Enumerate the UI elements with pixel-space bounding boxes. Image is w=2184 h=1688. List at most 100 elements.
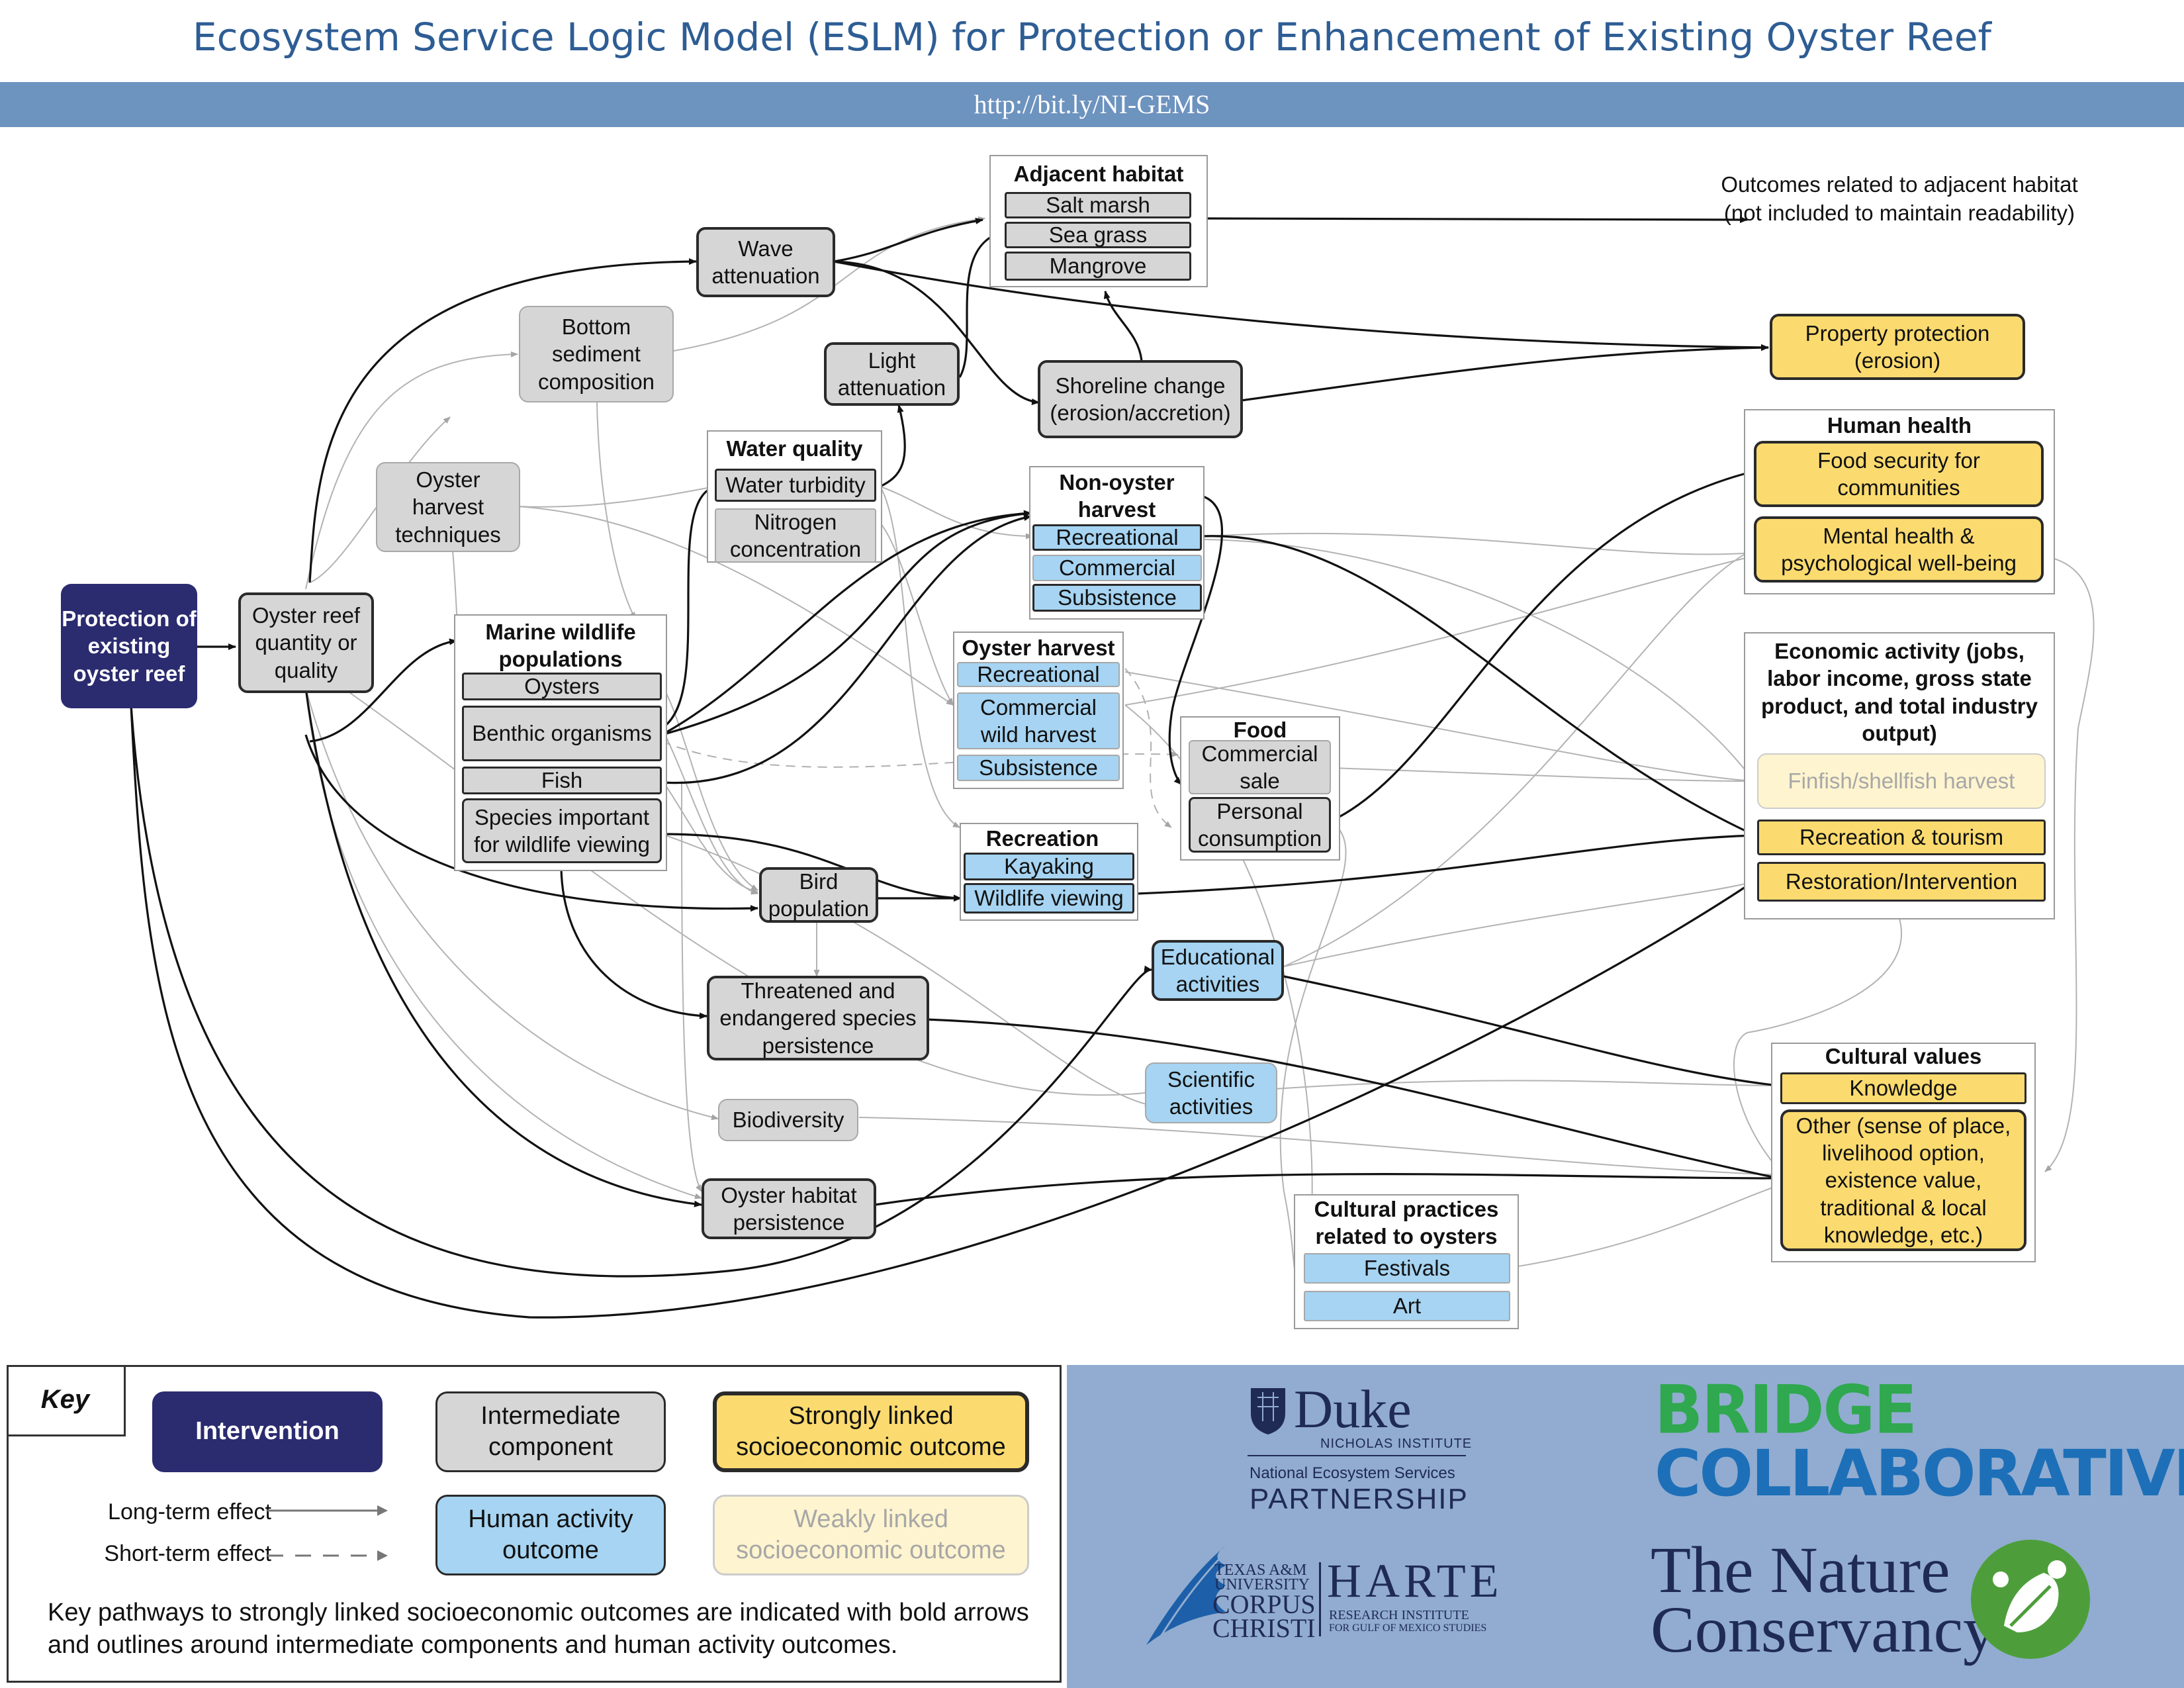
edge-harvest-to-recreation — [1124, 668, 1172, 828]
edge-wave-to-property — [833, 260, 1769, 351]
edge-oysters-to-bird — [661, 684, 758, 891]
mangrove-item: Mangrove — [1005, 252, 1191, 281]
nesp-line2: PARTNERSHIP — [1250, 1483, 1469, 1515]
recreation-title: Recreation — [985, 826, 1099, 851]
intervention-node: Protection of existing oyster reef — [61, 584, 197, 708]
bottom-sediment-node: Bottom sediment composition — [519, 306, 674, 402]
festivals-item: Festivals — [1304, 1253, 1510, 1284]
key-long-term: Long-term effect — [108, 1499, 271, 1524]
edge-oysterharvest-to-mental — [1124, 554, 1754, 706]
light-attenuation-node: Light attenuation — [824, 342, 960, 406]
edge-benthic-to-nonoyster — [661, 510, 1032, 736]
marine-wildlife-title: Marine wildlife populations — [485, 620, 636, 672]
edge-festival-to-other — [1510, 1184, 1781, 1268]
nonoyster-recreational-item: Recreational — [1032, 524, 1202, 551]
key-label: Key — [7, 1365, 126, 1436]
edge-wave-to-saltmarsh — [833, 217, 983, 263]
edge-species-to-threatened — [560, 867, 707, 1019]
duke-divider — [1248, 1455, 1466, 1456]
edge-benthic-to-bird — [661, 727, 758, 895]
edge-recreational-to-recreation — [1203, 535, 1756, 837]
fish-item: Fish — [462, 767, 662, 794]
duke-subtitle: NICHOLAS INSTITUTE — [1320, 1436, 1473, 1451]
edge-wildlife-to-food — [661, 741, 1179, 768]
edge-turbidity-to-light — [880, 404, 906, 488]
long-term-arrow-head — [377, 1505, 388, 1516]
bridge-wordmark: BRIDGE — [1655, 1371, 1917, 1449]
edge-ed-to-knowledge-bold — [1283, 975, 1780, 1088]
key-human-activity: Human activity outcome — [435, 1495, 666, 1575]
edge-turbidity-to-kayak — [880, 486, 960, 828]
tamucc-line2: UNIVERSITY — [1214, 1576, 1310, 1593]
art-item: Art — [1304, 1291, 1510, 1321]
harte-sub1: RESEARCH INSTITUTE — [1329, 1608, 1469, 1622]
kayaking-item: Kayaking — [964, 853, 1134, 880]
harte-sub2: FOR GULF OF MEXICO STUDIES — [1329, 1622, 1487, 1634]
oyster-subsistence-item: Subsistence — [957, 755, 1120, 781]
nitrogen-concentration-item: Nitrogen concentration — [715, 508, 876, 563]
key-intermediate: Intermediate component — [435, 1391, 666, 1472]
edge-sediment-to-adjacent — [673, 216, 985, 352]
key-weak: Weakly linked socioeconomic outcome — [713, 1495, 1029, 1575]
oyster-commercial-item: Commercial wild harvest — [957, 692, 1120, 749]
edge-shoreline-to-property — [1240, 344, 1769, 402]
cultural-values-title: Cultural values — [1825, 1044, 1982, 1068]
edge-benthic-to-turbidity — [661, 485, 715, 729]
key-arrows — [267, 1505, 388, 1561]
edge-species-to-wildlifeview — [661, 833, 962, 902]
edge-reef-to-restoration — [130, 704, 1756, 1319]
edge-fish-to-nonoyster — [661, 514, 1032, 784]
edge-techniques-to-oysterharvest — [517, 506, 954, 706]
edge-personal-to-foodsecurity — [1331, 469, 1754, 822]
page-title: Ecosystem Service Logic Model (ESLM) for… — [193, 15, 1991, 60]
human-health-title: Human health — [1827, 413, 1972, 438]
edge-commsale-to-finfish — [1330, 767, 1754, 784]
edge-oysterharvest-to-finfish — [1124, 671, 1754, 784]
nonoyster-commercial-item: Commercial — [1032, 555, 1202, 581]
mental-health-item: Mental health & psychological well-being — [1754, 516, 2044, 583]
edge-mental-to-side — [2043, 555, 2095, 1172]
url-bar: http://bit.ly/NI-GEMS — [0, 82, 2184, 127]
edge-personal-to-rest — [1279, 820, 1347, 1281]
edge-light-to-seagrass — [958, 232, 1000, 378]
duke-shield-icon — [1251, 1388, 1285, 1434]
key-strong: Strongly linked socioeconomic outcome — [713, 1391, 1029, 1472]
edge-sediment-to-wildlife — [596, 402, 636, 620]
edge-nonoyster-to-food — [1168, 495, 1224, 786]
oyster-habitat-persistence-node: Oyster habitat persistence — [702, 1178, 876, 1239]
edge-reef-to-sediment — [305, 351, 518, 590]
wave-attenuation-node: Wave attenuation — [696, 227, 835, 297]
recreation-tourism-item: Recreation & tourism — [1757, 820, 2046, 855]
edge-wildlife-to-habitat — [681, 780, 702, 1192]
oysters-item: Oysters — [462, 673, 662, 700]
key-intervention: Intervention — [152, 1391, 383, 1472]
restoration-intervention-item: Restoration/Intervention — [1757, 862, 2046, 902]
nonoyster-subsistence-item: Subsistence — [1032, 584, 1202, 612]
educational-activities-node: Educational activities — [1152, 940, 1284, 1001]
url-link[interactable]: http://bit.ly/NI-GEMS — [974, 89, 1210, 119]
property-protection-node: Property protection (erosion) — [1770, 314, 2025, 380]
food-title: Food — [1233, 718, 1287, 742]
biodiversity-node: Biodiversity — [718, 1099, 858, 1141]
bird-population-node: Bird population — [759, 867, 878, 923]
edge-ed-to-knowledge — [1283, 880, 1758, 967]
edge-biodiversity-to-other — [858, 1117, 1781, 1178]
short-term-arrow-head — [377, 1550, 388, 1561]
edge-reef-to-biodiversity — [305, 688, 719, 1120]
tnc-line1: The Nature — [1651, 1533, 1950, 1607]
harte-divider — [1319, 1562, 1321, 1636]
edge-techniques-to-turbidity — [517, 485, 715, 508]
edge-fish-to-bird — [661, 779, 758, 894]
knowledge-item: Knowledge — [1780, 1072, 2026, 1104]
water-quality-title: Water quality — [726, 436, 863, 461]
water-turbidity-item: Water turbidity — [715, 469, 876, 502]
salt-marsh-item: Salt marsh — [1005, 192, 1191, 218]
edge-ed-to-mental — [1283, 549, 1754, 967]
wildlife-viewing-item: Wildlife viewing — [964, 883, 1134, 914]
edge-reef-to-habitat — [304, 688, 702, 1207]
edge-oysters-to-nonoyster — [661, 510, 1032, 736]
edge-reef-to-wildlife — [309, 638, 457, 743]
economic-activity-title: Economic activity (jobs, labor income, g… — [1761, 639, 2038, 745]
food-security-item: Food security for communities — [1754, 441, 2044, 507]
